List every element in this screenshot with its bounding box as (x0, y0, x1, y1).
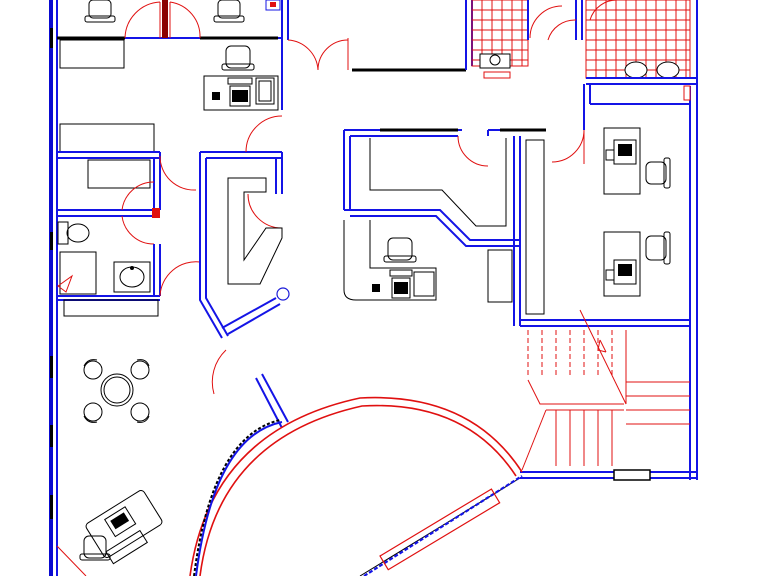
chair-icon (645, 231, 671, 265)
chair-icon (383, 237, 417, 263)
round-table-icon (83, 359, 150, 423)
computer-icon (227, 77, 253, 107)
top-left-office (57, 0, 282, 111)
computer-icon (389, 269, 413, 299)
chair-icon (645, 157, 671, 189)
chair-icon (213, 0, 245, 23)
right-office (520, 84, 690, 327)
reception-counter (199, 115, 290, 429)
curved-wall-icon (189, 396, 523, 576)
toilet-icon (57, 221, 90, 245)
toilet-icon (479, 53, 511, 69)
central-area (343, 68, 546, 326)
left-windows (50, 28, 53, 519)
chair-icon (221, 45, 255, 71)
computer-icon (605, 139, 637, 165)
left-middle-rooms (57, 123, 201, 317)
computer-icon (605, 259, 637, 285)
tiled-restrooms (465, 0, 697, 101)
chair-icon (84, 0, 116, 23)
exterior-walls (49, 0, 698, 576)
sink-icon (113, 261, 151, 293)
staircase-icon (521, 309, 690, 471)
bottom-workstation (56, 490, 163, 576)
chair-icon (79, 535, 111, 561)
